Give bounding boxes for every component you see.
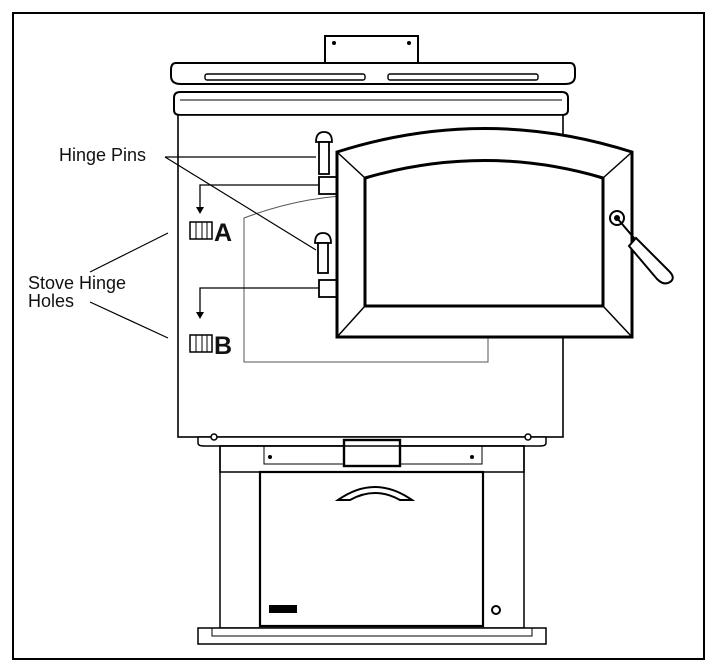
stove-hinge-holes-label-line2: Holes <box>28 291 74 311</box>
ash-pan-drawer <box>258 470 501 628</box>
stove-door <box>335 127 634 339</box>
hinge-hole-b <box>189 334 213 353</box>
hinge-pins-label: Hinge Pins <box>59 145 146 165</box>
pedestal-base <box>197 627 547 645</box>
pedestal <box>219 438 525 629</box>
hole-a-label: A <box>214 219 232 247</box>
hole-b-label: B <box>214 332 232 360</box>
top-plate <box>170 62 576 116</box>
flue-collar <box>324 35 419 64</box>
hinge-pin-upper <box>315 131 333 175</box>
door-handle <box>609 210 674 285</box>
hinge-pins-callout: Hinge Pins <box>59 145 317 251</box>
stove-hinge-holes-label-line1: Stove Hinge <box>28 273 126 293</box>
hinge-hole-a <box>189 221 213 240</box>
stove-hinge-holes-callout: Stove Hinge Holes <box>28 232 169 339</box>
hinge-pin-lower <box>314 232 332 274</box>
